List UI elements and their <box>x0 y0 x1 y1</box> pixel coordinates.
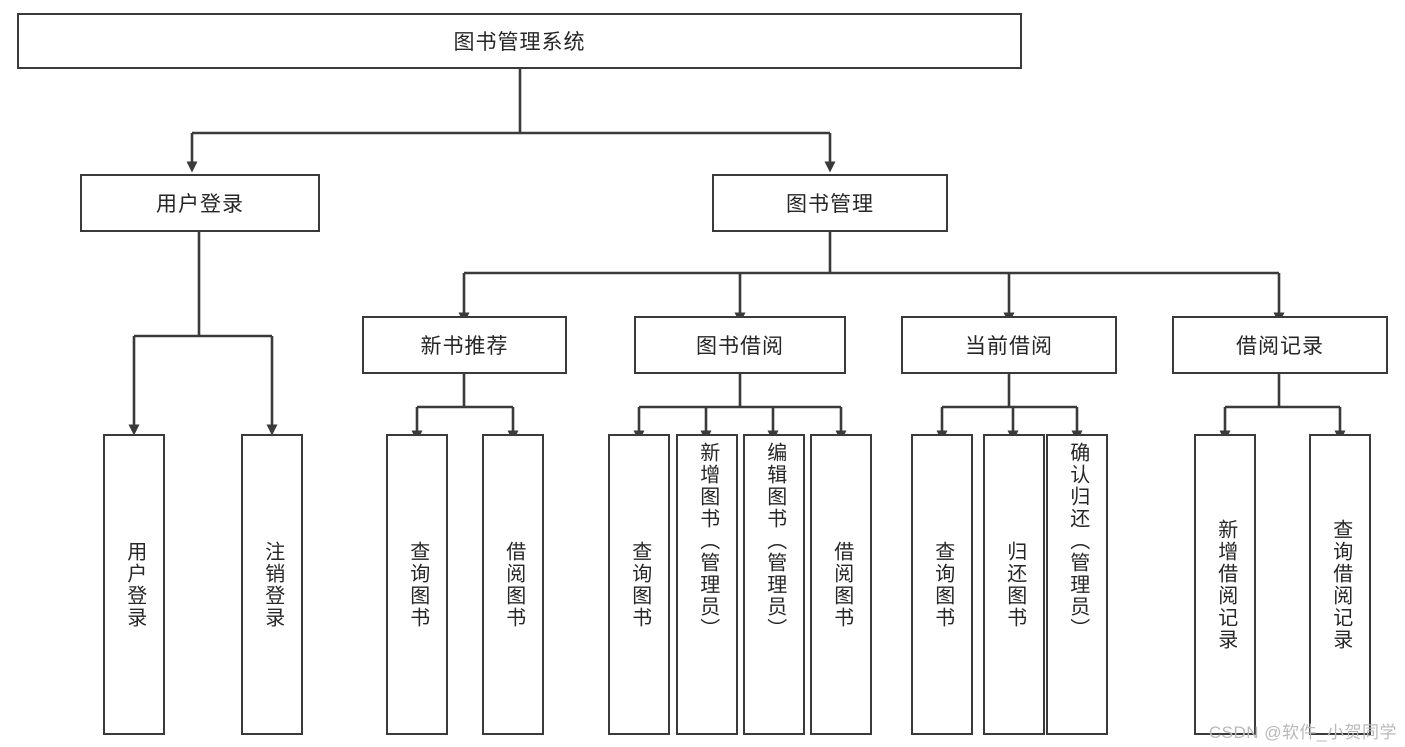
node-current-borrow[interactable]: 当前借阅 <box>901 316 1117 374</box>
leaf-add-record-label: 新增借阅记录 <box>1214 518 1237 651</box>
leaf-borrow-book-1[interactable]: 借阅图书 <box>482 434 544 735</box>
node-borrow-record-label: 借阅记录 <box>1236 335 1324 358</box>
leaf-user-login[interactable]: 用户登录 <box>103 434 165 735</box>
leaf-query-book-3[interactable]: 查询图书 <box>911 434 973 735</box>
leaf-add-book[interactable]: 新增图书（管理员） <box>676 434 738 735</box>
node-book-borrow-label: 图书借阅 <box>696 335 784 358</box>
node-root-system-label: 图书管理系统 <box>453 31 586 54</box>
node-book-manage[interactable]: 图书管理 <box>712 174 948 232</box>
node-book-borrow[interactable]: 图书借阅 <box>634 316 846 374</box>
leaf-add-record[interactable]: 新增借阅记录 <box>1194 434 1256 735</box>
leaf-query-book-2[interactable]: 查询图书 <box>608 434 670 735</box>
leaf-query-record-label: 查询借阅记录 <box>1329 518 1352 651</box>
node-user-login-label: 用户登录 <box>156 193 244 216</box>
leaf-query-book-1[interactable]: 查询图书 <box>386 434 448 735</box>
leaf-user-login-label: 用户登录 <box>123 540 146 629</box>
leaf-query-book-2-label: 查询图书 <box>628 540 651 629</box>
leaf-add-book-label: 新增图书（管理员） <box>696 442 719 640</box>
node-new-book-recommend-label: 新书推荐 <box>420 335 509 358</box>
leaf-borrow-book-1-label: 借阅图书 <box>502 540 525 629</box>
leaf-confirm-return-label: 确认归还（管理员） <box>1066 442 1089 640</box>
leaf-edit-book[interactable]: 编辑图书（管理员） <box>743 434 805 735</box>
node-current-borrow-label: 当前借阅 <box>965 335 1053 358</box>
leaf-query-book-1-label: 查询图书 <box>406 540 429 629</box>
leaf-confirm-return[interactable]: 确认归还（管理员） <box>1046 434 1108 735</box>
leaf-borrow-book-2[interactable]: 借阅图书 <box>810 434 872 735</box>
node-borrow-record[interactable]: 借阅记录 <box>1172 316 1388 374</box>
leaf-edit-book-label: 编辑图书（管理员） <box>763 442 786 640</box>
node-new-book-recommend[interactable]: 新书推荐 <box>362 316 567 374</box>
node-root-system[interactable]: 图书管理系统 <box>17 13 1022 69</box>
leaf-query-book-3-label: 查询图书 <box>931 540 954 629</box>
leaf-return-book[interactable]: 归还图书 <box>983 434 1045 735</box>
leaf-return-book-label: 归还图书 <box>1003 540 1026 629</box>
leaf-query-record[interactable]: 查询借阅记录 <box>1309 434 1371 735</box>
leaf-logout-login-label: 注销登录 <box>261 540 284 629</box>
leaf-logout-login[interactable]: 注销登录 <box>241 434 303 735</box>
leaf-borrow-book-2-label: 借阅图书 <box>830 540 853 629</box>
node-user-login[interactable]: 用户登录 <box>80 174 320 232</box>
watermark-text: CSDN @软件_小贺同学 <box>1208 723 1397 742</box>
node-book-manage-label: 图书管理 <box>786 193 874 216</box>
